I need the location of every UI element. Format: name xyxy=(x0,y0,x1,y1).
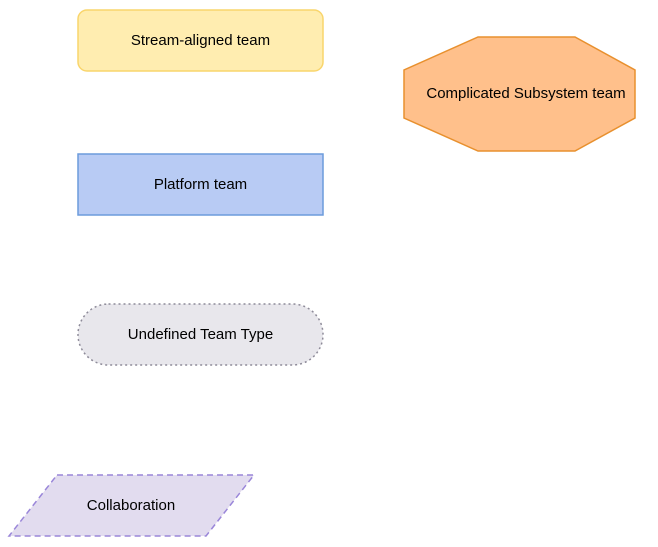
collaboration-label: Collaboration xyxy=(87,497,175,514)
stream-aligned-team-shape[interactable]: Stream-aligned team xyxy=(77,9,324,72)
collaboration-shape[interactable]: Collaboration xyxy=(7,474,256,537)
undefined-team-type-shape[interactable]: Undefined Team Type xyxy=(77,303,324,366)
stream-aligned-team-label: Stream-aligned team xyxy=(131,32,270,49)
undefined-team-type-pill xyxy=(77,303,324,366)
platform-team-shape[interactable]: Platform team xyxy=(77,153,324,216)
complicated-subsystem-team-shape[interactable]: Complicated Subsystem team xyxy=(403,36,636,152)
platform-team-label: Platform team xyxy=(154,176,247,193)
collaboration-parallelogram xyxy=(7,474,256,537)
stream-aligned-team-box xyxy=(77,9,324,72)
undefined-team-type-label: Undefined Team Type xyxy=(128,326,273,343)
complicated-subsystem-team-octagon xyxy=(403,36,636,152)
platform-team-box xyxy=(77,153,324,216)
complicated-subsystem-team-label: Complicated Subsystem team xyxy=(426,85,625,102)
